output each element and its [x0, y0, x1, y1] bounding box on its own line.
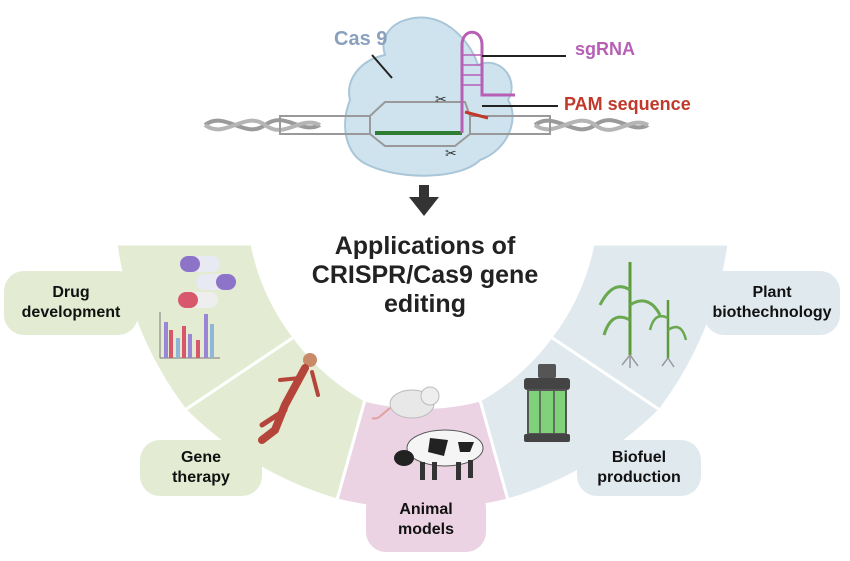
plant-icon [598, 262, 688, 368]
arc-section-plant [548, 242, 731, 413]
bar-chart-icon [159, 312, 220, 359]
title-line-1: Applications of [334, 232, 516, 260]
dna-ladder-left [279, 115, 371, 135]
pam-segment [464, 110, 489, 120]
app-label-animal-models: Animal models [366, 488, 486, 552]
dna-right-helix-2 [533, 118, 649, 132]
app-label-plant-biotechnology: Plant biothechnology [704, 271, 840, 335]
cas9-leader-line [371, 54, 393, 79]
dna-ladder-right [469, 115, 551, 135]
drug-illustration [159, 256, 236, 359]
bioreactor-icon [524, 364, 570, 442]
pill-capsule-icon-2 [196, 274, 236, 290]
diagram-title: Applications of CRISPR/Cas9 gene editing [300, 232, 550, 319]
cow-icon [394, 429, 484, 480]
down-arrow-icon [409, 185, 439, 216]
sgrna-hairpin [460, 30, 515, 133]
title-line-2: CRISPR/Cas9 gene [311, 261, 539, 289]
app-label-drug-development: Drug development [4, 271, 138, 335]
dna-open-bottom [369, 133, 471, 147]
dna-left-helix-2 [203, 118, 321, 132]
cas9-mechanism: ✂ ✂ [203, 16, 649, 177]
pill-capsule-icon [180, 256, 220, 272]
scissors-icon-bottom: ✂ [445, 146, 457, 162]
title-line-3: editing [384, 290, 466, 318]
dna-open-top [369, 101, 471, 117]
app-label-gene-therapy: Gene therapy [140, 440, 262, 496]
cas9-label: Cas 9 [334, 28, 388, 50]
sgrna-label: sgRNA [575, 39, 636, 59]
rat-icon [371, 386, 440, 420]
pam-label: PAM sequence [564, 94, 691, 114]
scissors-icon-top: ✂ [435, 92, 447, 108]
pill-capsule-icon-3 [178, 292, 218, 308]
app-label-biofuel-production: Biofuel production [577, 440, 701, 496]
human-body-icon [258, 353, 320, 444]
